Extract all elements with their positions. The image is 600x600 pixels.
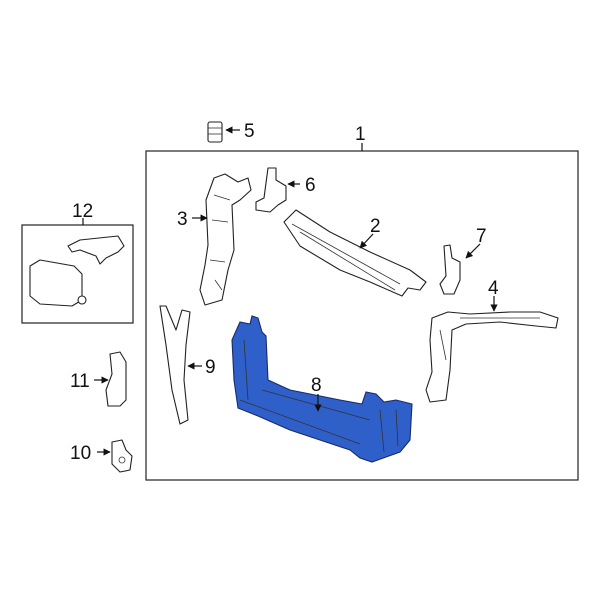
part-2-upper-tie-bar[interactable] [283,209,427,297]
part-12-sensor[interactable] [29,235,125,307]
part-5-bumper[interactable] [207,121,223,143]
callout-6: 6 [305,175,316,196]
part-9-brace[interactable] [159,305,191,425]
callout-7: 7 [476,226,487,247]
part-8-lower-tie-bar[interactable] [231,315,413,463]
sensor-box [21,224,134,324]
part-6-bracket[interactable] [255,167,287,213]
callout-9: 9 [205,357,216,378]
part-11-bracket[interactable] [105,351,127,407]
callout-8: 8 [311,375,322,396]
callout-12: 12 [72,201,93,222]
part-10-clip[interactable] [111,439,133,473]
part-3-side-support[interactable] [199,173,252,306]
part-4-side-support[interactable] [425,311,559,403]
callout-5: 5 [244,121,255,142]
callout-10: 10 [70,443,91,464]
callout-3: 3 [177,209,188,230]
callout-2: 2 [370,216,381,237]
part-7-bracket[interactable] [439,244,461,295]
callout-4: 4 [488,278,499,299]
callout-1: 1 [355,124,366,145]
callout-11: 11 [70,371,90,392]
